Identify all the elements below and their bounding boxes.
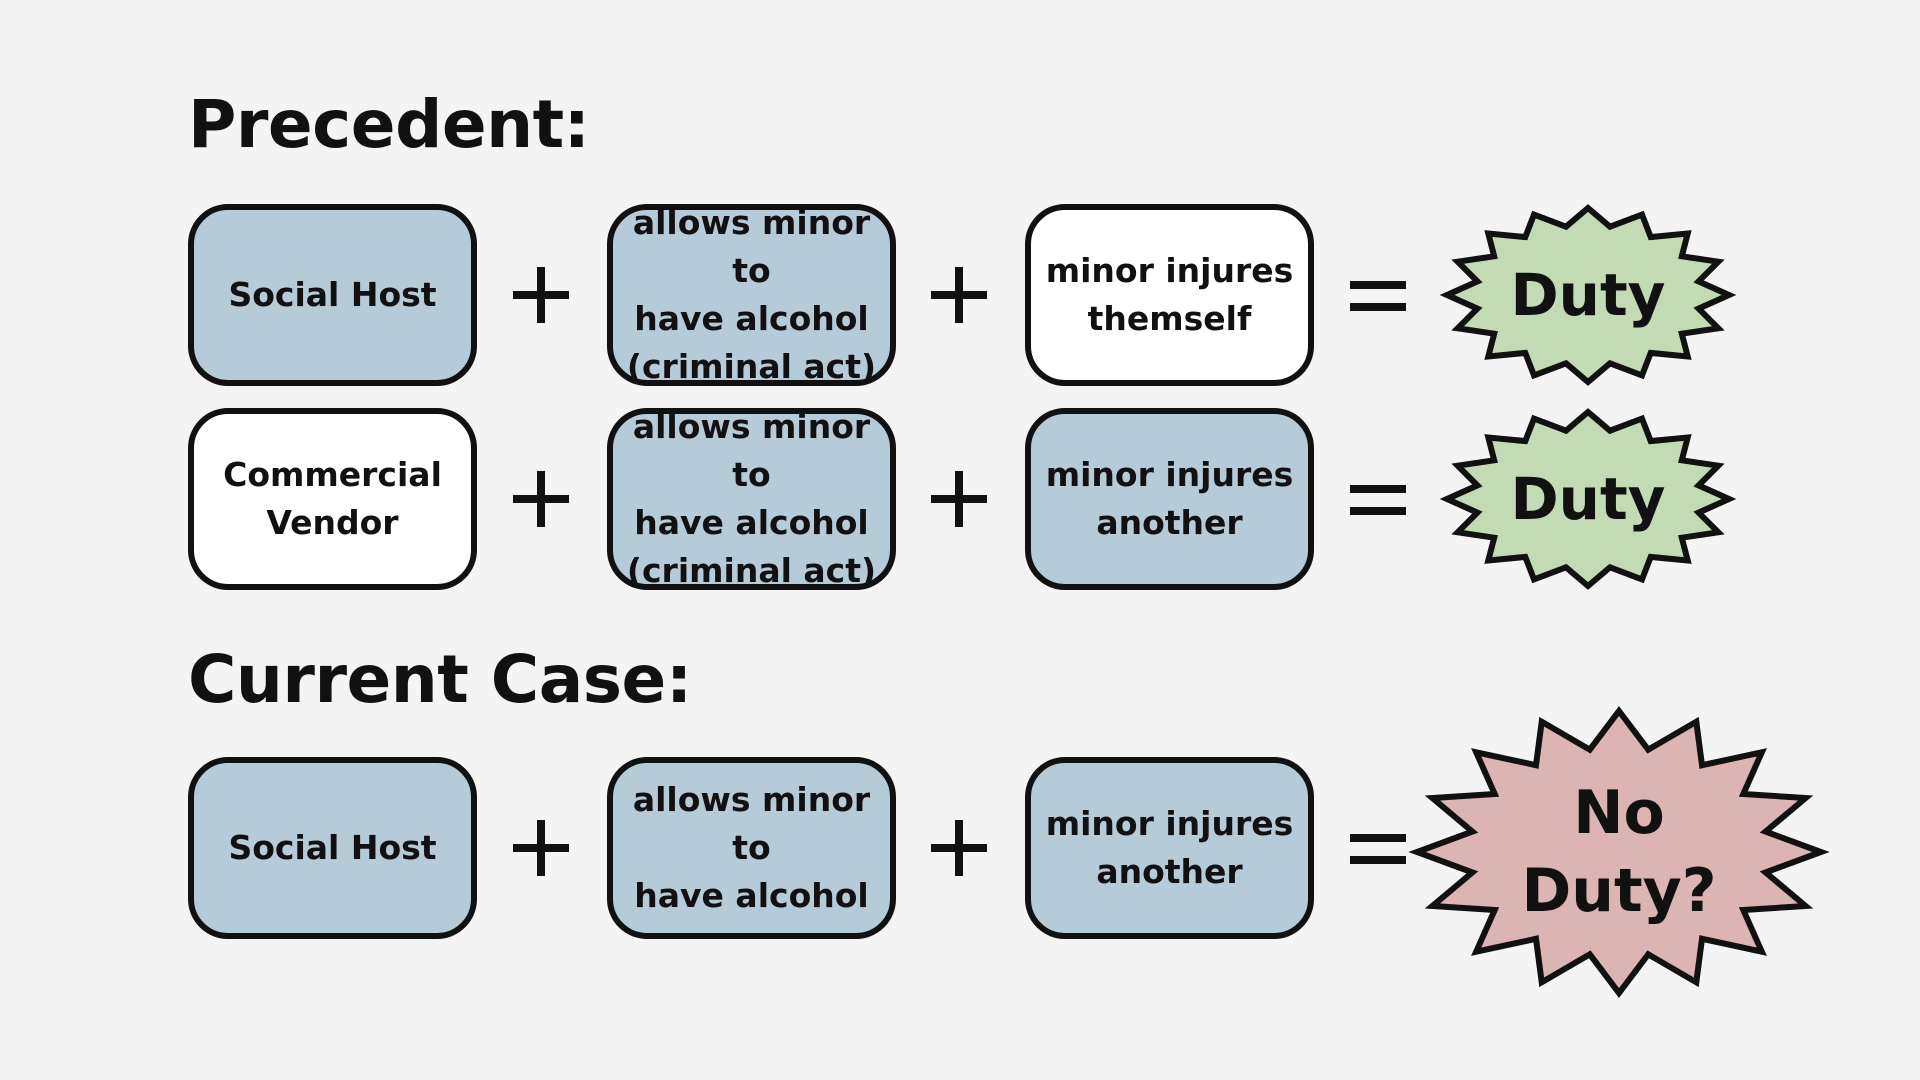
row2-box-injury-label: minor injures another <box>1045 455 1294 542</box>
row2-box-actor-label: Commercial Vendor <box>223 455 442 542</box>
row3-box-action: allows minor to have alcohol <box>607 757 896 939</box>
row2-box-action-label: allows minor to have alcohol (criminal a… <box>626 407 877 590</box>
current-case-row: Social Host allows minor to have alcohol… <box>0 706 1920 998</box>
equals-sign-icon <box>1333 757 1423 939</box>
plus-sign-icon <box>496 204 586 386</box>
row1-box-action: allows minor to have alcohol (criminal a… <box>607 203 896 386</box>
row1-result-burst: Duty <box>1439 204 1737 386</box>
precedent-row-commercial-vendor: Commercial Vendor allows minor to have a… <box>0 407 1920 590</box>
plus-sign-icon <box>914 757 1004 939</box>
equals-sign-icon <box>1333 408 1423 590</box>
row1-box-injury: minor injures themself <box>1025 204 1314 386</box>
precedent-row-social-host: Social Host allows minor to have alcohol… <box>0 203 1920 386</box>
row3-box-actor: Social Host <box>188 757 477 939</box>
no-duty-starburst-shape <box>1408 706 1830 998</box>
plus-sign-icon <box>914 204 1004 386</box>
row2-result-label: Duty <box>1510 465 1666 533</box>
row3-result-burst: No Duty? <box>1408 706 1830 998</box>
plus-sign-icon <box>496 757 586 939</box>
row2-result-burst: Duty <box>1439 408 1737 590</box>
row3-box-action-label: allows minor to have alcohol <box>632 780 871 915</box>
plus-sign-icon <box>914 408 1004 590</box>
row1-box-actor-label: Social Host <box>228 275 437 315</box>
plus-sign-icon <box>496 408 586 590</box>
row3-result-label: No Duty? <box>1521 778 1717 926</box>
row2-box-injury: minor injures another <box>1025 408 1314 590</box>
row1-box-actor: Social Host <box>188 204 477 386</box>
duty-starburst-shape <box>1439 408 1737 590</box>
duty-starburst-shape <box>1439 204 1737 386</box>
precedent-heading: Precedent: <box>188 86 590 163</box>
row3-box-injury: minor injures another <box>1025 757 1314 939</box>
row2-box-action: allows minor to have alcohol (criminal a… <box>607 407 896 590</box>
row3-box-actor-label: Social Host <box>228 828 437 868</box>
row1-box-action-label: allows minor to have alcohol (criminal a… <box>626 203 877 386</box>
row2-box-actor: Commercial Vendor <box>188 408 477 590</box>
current-case-heading: Current Case: <box>188 641 692 718</box>
row3-box-injury-label: minor injures another <box>1045 804 1294 891</box>
equals-sign-icon <box>1333 204 1423 386</box>
row1-result-label: Duty <box>1510 261 1666 329</box>
row1-box-injury-label: minor injures themself <box>1045 251 1294 338</box>
